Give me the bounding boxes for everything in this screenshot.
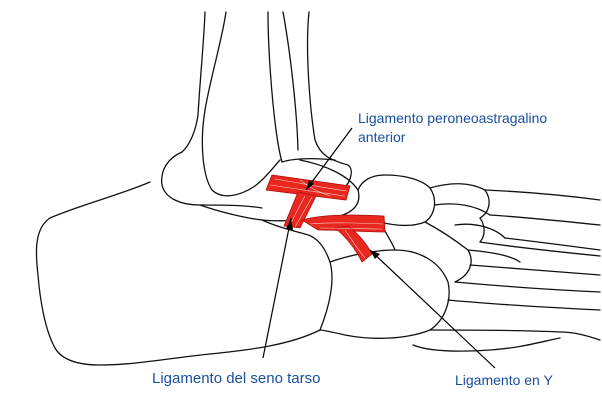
forefoot-bones [413, 184, 600, 351]
pointer-sinus-tarsi [263, 218, 291, 358]
label-y-ligament: Ligamento en Y [455, 372, 553, 389]
label-atfl-line1: Ligamento peroneoastragalino [358, 110, 547, 127]
pointer-y [370, 250, 495, 368]
label-sinus-tarsi: Ligamento del seno tarso [152, 370, 320, 387]
leg-bones [182, 12, 351, 196]
pointer-lines [263, 128, 495, 368]
label-atfl-line2: anterior [358, 129, 405, 146]
calcaneus-bone [36, 182, 332, 365]
